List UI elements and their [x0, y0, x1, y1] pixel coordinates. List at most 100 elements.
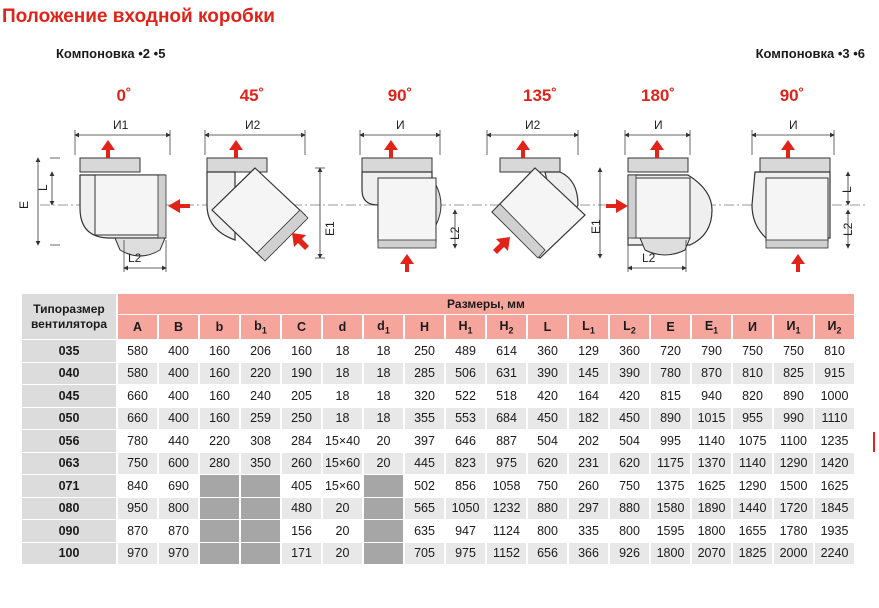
table-cell-empty	[241, 497, 280, 519]
table-cell: 926	[610, 542, 649, 564]
table-cell: 1890	[692, 497, 731, 519]
column-header-main: L	[623, 318, 631, 333]
table-cell: 1720	[774, 497, 813, 519]
table-cell: 518	[487, 385, 526, 407]
table-cell: 18	[364, 340, 403, 362]
row-size-label: 045	[22, 385, 116, 407]
column-header: L	[528, 315, 567, 339]
table-cell: 20	[364, 452, 403, 474]
row-size-label: 080	[22, 497, 116, 519]
row-size-label: 056	[22, 430, 116, 452]
table-cell: 955	[733, 407, 772, 429]
table-cell: 1050	[446, 497, 485, 519]
dim-label: И2	[245, 118, 261, 132]
table-cell: 947	[446, 520, 485, 542]
table-cell: 880	[528, 497, 567, 519]
table-cell: 780	[118, 430, 157, 452]
column-header-main: L	[543, 320, 552, 334]
table-cell: 880	[610, 497, 649, 519]
column-header-main: A	[132, 320, 143, 334]
table-cell: 720	[651, 340, 690, 362]
table-cell: 970	[118, 542, 157, 564]
table-cell: 20	[323, 520, 362, 542]
diagram-135deg: И2 E1	[486, 118, 603, 259]
table-cell: 1800	[692, 520, 731, 542]
table-cell: 780	[651, 362, 690, 384]
table-cell: 20	[323, 497, 362, 519]
table-cell: 220	[200, 430, 239, 452]
table-cell: 171	[282, 542, 321, 564]
table-cell: 190	[282, 362, 321, 384]
group-header: Размеры, мм	[118, 294, 854, 314]
table-cell: 240	[241, 385, 280, 407]
table-cell: 205	[282, 385, 321, 407]
table-cell: 631	[487, 362, 526, 384]
table-cell: 15×40	[323, 430, 362, 452]
table-cell: 1440	[733, 497, 772, 519]
table-cell: 400	[159, 340, 198, 362]
table-cell: 280	[200, 452, 239, 474]
table-cell: 870	[118, 520, 157, 542]
column-header: И1	[774, 315, 813, 339]
table-cell-empty	[200, 542, 239, 564]
table-cell-empty	[364, 497, 403, 519]
column-header-main: E	[704, 318, 714, 333]
table-cell: 18	[323, 362, 362, 384]
dim-label: E	[17, 201, 31, 209]
table-cell: 2240	[815, 542, 854, 564]
table-cell: 646	[446, 430, 485, 452]
table-cell-empty	[200, 520, 239, 542]
row-size-label: 050	[22, 407, 116, 429]
table-cell: 750	[774, 340, 813, 362]
table-cell: 1500	[774, 475, 813, 497]
table-cell: 890	[774, 385, 813, 407]
table-cell: 355	[405, 407, 444, 429]
row-size-label: 071	[22, 475, 116, 497]
table-cell: 660	[118, 407, 157, 429]
table-cell: 635	[405, 520, 444, 542]
row-size-label: 035	[22, 340, 116, 362]
table-cell: 400	[159, 407, 198, 429]
layout-label-right: Компоновка •3 •6	[755, 46, 865, 61]
table-cell: 445	[405, 452, 444, 474]
table-cell-empty	[241, 475, 280, 497]
table-cell: 823	[446, 452, 485, 474]
table-cell: 1152	[487, 542, 526, 564]
dim-label: E1	[589, 219, 603, 234]
table-cell: 1290	[774, 452, 813, 474]
column-header-sub: 2	[630, 325, 636, 336]
angle-label-180: 180˚	[640, 86, 676, 105]
column-header: H2	[487, 315, 526, 339]
column-header-sub: 2	[508, 325, 514, 336]
table-cell: 2000	[774, 542, 813, 564]
dim-label: И1	[113, 118, 129, 132]
table-cell: 360	[528, 340, 567, 362]
table-cell: 1290	[733, 475, 772, 497]
table-cell: 400	[159, 385, 198, 407]
column-header: H	[405, 315, 444, 339]
table-cell: 1100	[774, 430, 813, 452]
table-cell: 397	[405, 430, 444, 452]
table-cell: 260	[282, 452, 321, 474]
table-cell: 870	[159, 520, 198, 542]
table-cell: 1780	[774, 520, 813, 542]
table-cell: 1175	[651, 452, 690, 474]
dim-label: L2	[448, 226, 462, 240]
layout-label-left: Компоновка •2 •5	[56, 46, 166, 61]
table-cell: 1420	[815, 452, 854, 474]
table-cell: 887	[487, 430, 526, 452]
table-cell: 790	[692, 340, 731, 362]
dim-label: L	[36, 184, 50, 191]
table-cell: 259	[241, 407, 280, 429]
table-cell: 1935	[815, 520, 854, 542]
diagram-0deg: И1 E L L2	[17, 118, 190, 272]
table-cell: 1375	[651, 475, 690, 497]
table-cell: 815	[651, 385, 690, 407]
column-header-sub: 1	[384, 325, 390, 336]
